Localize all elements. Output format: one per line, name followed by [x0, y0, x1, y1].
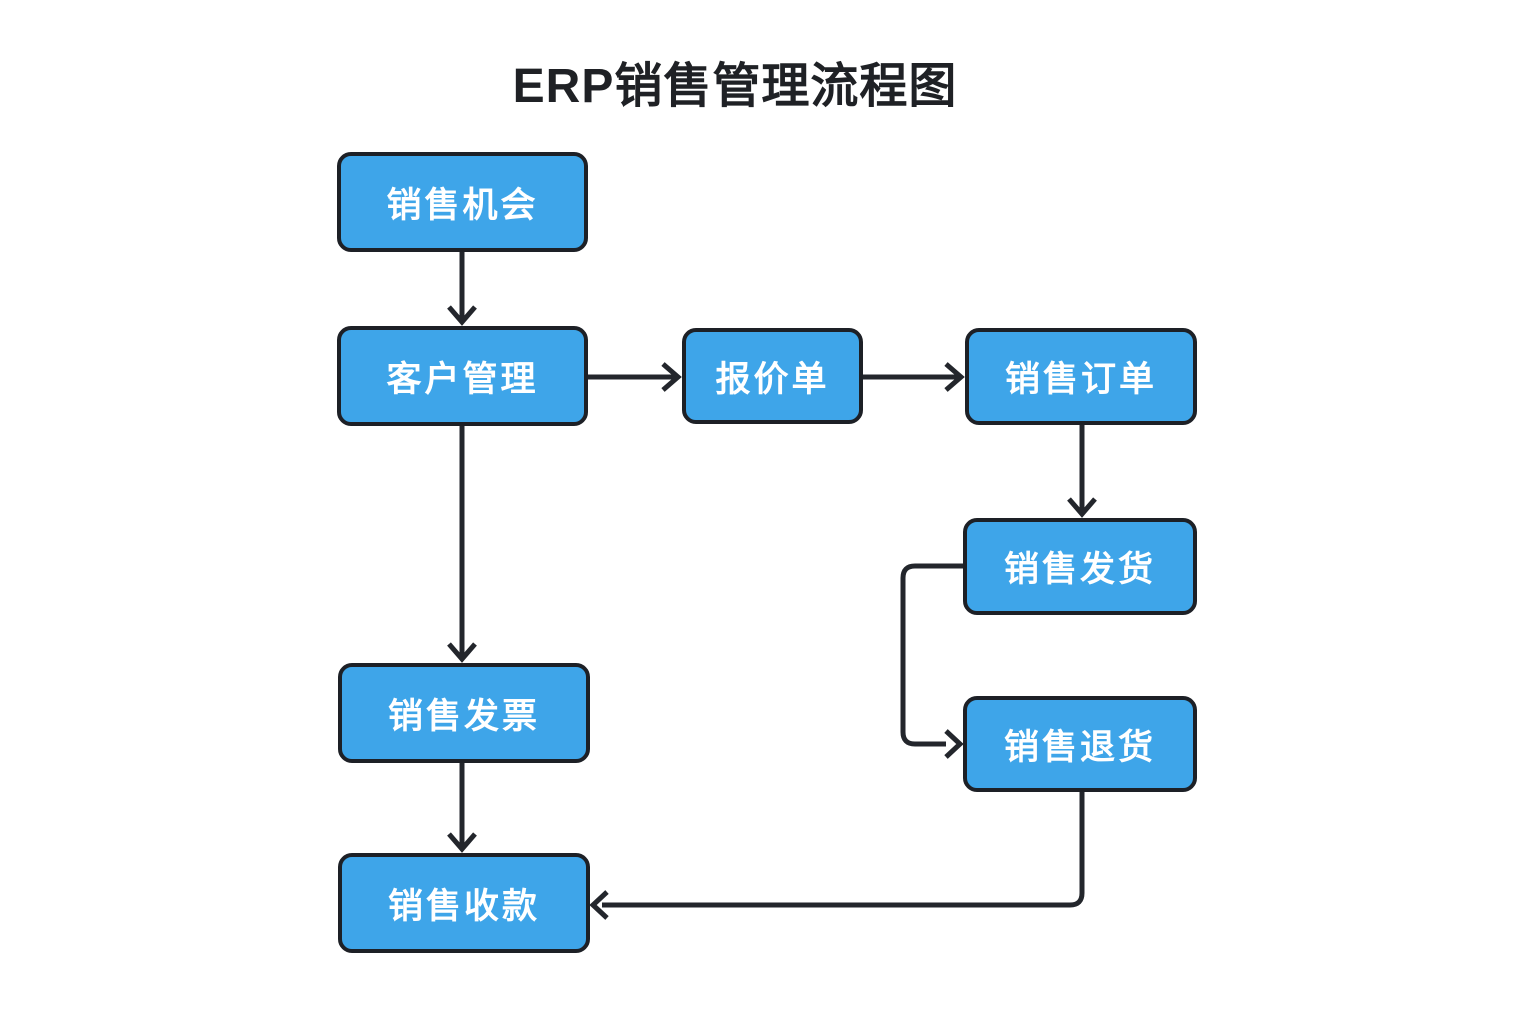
node-sales-order-label: 销售订单: [1004, 360, 1157, 399]
diagram-title: ERP销售管理流程图: [512, 60, 958, 113]
node-sales-delivery-label: 销售发货: [1003, 550, 1156, 589]
node-sales-opportunity-label: 销售机会: [386, 185, 539, 225]
node-sales-invoice: 销售发票: [338, 663, 590, 763]
node-customer-management: 客户管理: [337, 326, 588, 426]
node-sales-opportunity: 销售机会: [337, 152, 588, 252]
edge-customer-to-quotation-arrowhead: [661, 362, 682, 392]
node-sales-payment: 销售收款: [338, 853, 590, 953]
node-sales-order: 销售订单: [965, 328, 1197, 425]
node-quotation: 报价单: [682, 328, 863, 424]
node-quotation-label: 报价单: [715, 359, 830, 399]
edge-customer-to-invoice-arrowhead: [447, 642, 477, 663]
node-sales-invoice-label: 销售发票: [387, 696, 540, 736]
edge-delivery-to-return-arrowhead: [944, 729, 964, 759]
edge-delivery-to-return: [900, 563, 963, 747]
node-sales-payment-label: 销售收款: [387, 886, 540, 926]
edge-quotation-to-order-arrowhead: [944, 362, 965, 392]
node-sales-delivery: 销售发货: [963, 518, 1197, 615]
edge-invoice-to-payment-arrowhead: [447, 832, 477, 853]
edge-return-to-payment: [602, 792, 1085, 908]
node-customer-management-label: 客户管理: [386, 359, 539, 399]
edge-return-to-payment-arrowhead: [589, 890, 609, 920]
edge-order-to-delivery-arrowhead: [1067, 497, 1097, 518]
node-sales-return-label: 销售退货: [1003, 727, 1156, 767]
node-sales-return: 销售退货: [963, 696, 1197, 792]
edge-opportunity-to-customer-arrowhead: [447, 305, 477, 326]
